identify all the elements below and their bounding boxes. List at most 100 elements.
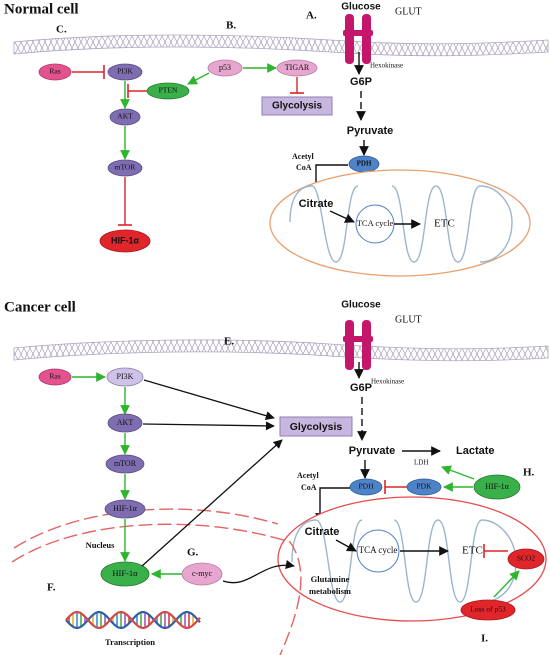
cancer-label-i: I. xyxy=(481,633,488,645)
cancer-nucleus-label: Nucleus xyxy=(86,540,116,550)
cancer-glut: GLUT xyxy=(395,314,422,325)
normal-arrow-p53-pten xyxy=(187,72,210,85)
normal-section-title: Normal cell xyxy=(4,1,79,17)
normal-inhibit-ras-pi3k xyxy=(72,65,105,79)
normal-etc: ETC xyxy=(434,218,455,230)
normal-glut-transporter xyxy=(343,14,373,64)
normal-mtor-node xyxy=(107,159,143,177)
cancer-inhibit-sco2-etc xyxy=(483,544,508,558)
cancer-akt-label: AKT xyxy=(117,418,134,427)
cancer-coa: CoA xyxy=(301,483,317,492)
normal-glut: GLUT xyxy=(395,6,422,17)
normal-glycolysis-label: Glycolysis xyxy=(272,101,322,112)
cancer-dna-helix xyxy=(65,611,201,629)
cancer-ras-node xyxy=(38,368,72,386)
cancer-arrow-hif-glycolysis xyxy=(141,439,283,567)
dna-strand xyxy=(65,611,201,629)
cancer-section-title: Cancer cell xyxy=(4,299,76,315)
cancer-label-h: H. xyxy=(523,467,535,479)
cancer-glutamine-line2: metabolism xyxy=(309,586,351,596)
normal-glucose: Glucose xyxy=(341,2,381,13)
cancer-pdk-label: PDK xyxy=(416,482,432,491)
cancer-glycolysis-box xyxy=(279,416,353,437)
cancer-pdk-node xyxy=(406,478,442,496)
normal-akt-label: AKT xyxy=(117,112,133,121)
normal-hif-node xyxy=(99,229,151,253)
cancer-arrow-akt-glycolysis xyxy=(142,421,275,431)
cancer-pi3k-label: PI3K xyxy=(117,372,134,381)
cancer-membrane xyxy=(13,339,549,362)
cancer-glutamine-line1: Glutamine xyxy=(311,574,350,584)
normal-citrate: Citrate xyxy=(299,198,334,210)
cancer-arrow-pi3k-glycolysis xyxy=(143,379,275,421)
normal-arrow-citrate-tca xyxy=(329,210,355,223)
cancer-pi3k-node xyxy=(106,367,144,387)
cancer-hif-cyto-label: HIF-1α xyxy=(113,504,138,513)
normal-p53-label: p53 xyxy=(219,63,231,72)
cancer-mitochondrion xyxy=(277,496,547,622)
normal-label-b: B. xyxy=(226,20,236,32)
cancer-arrow-citrate-tca xyxy=(335,539,357,552)
cancer-hif-h-node xyxy=(473,474,521,500)
cancer-cmyc-node xyxy=(181,562,223,586)
cancer-tca-cycle xyxy=(356,529,400,573)
cancer-etc: ETC xyxy=(462,545,483,557)
cancer-hif-h-label: HIF-1α xyxy=(485,482,510,491)
normal-inhibit-mtor-hif xyxy=(118,177,132,226)
normal-coa: CoA xyxy=(296,163,312,172)
normal-tigar-label: TIGAR xyxy=(285,63,310,72)
cancer-glycolysis-label: Glycolysis xyxy=(290,421,343,433)
normal-hif-label: HIF-1α xyxy=(111,235,140,245)
normal-tigar-node xyxy=(276,59,318,77)
normal-label-c: C. xyxy=(56,24,67,36)
cancer-cmyc-label: c-myc xyxy=(192,569,212,578)
normal-akt-node xyxy=(109,108,141,126)
normal-hexokinase: Hexokinase xyxy=(370,62,403,70)
cancer-tca-label: TCA cycle xyxy=(359,545,398,555)
cancer-transcription: Transcription xyxy=(105,637,155,647)
cancer-nucleus-envelope-outer xyxy=(13,508,279,549)
cancer-mtor-label: mTOR xyxy=(114,459,137,468)
normal-inhibit-tigar-glycolysis xyxy=(290,77,304,94)
normal-pi3k-node xyxy=(107,63,143,81)
cancer-ldh: LDH xyxy=(414,459,428,467)
cancer-g6p: G6P xyxy=(350,382,372,394)
normal-tca-label: TCA cycle xyxy=(357,218,394,228)
cancer-inhibit-pdk-pdh xyxy=(384,480,407,494)
cancer-loss-p53-label: Loss of p53 xyxy=(470,605,506,614)
cancer-cell-panel: Cancer cell Glucose GLUT E. Hexokinase G… xyxy=(4,299,549,655)
cancer-hif-nuc-node xyxy=(100,561,150,587)
normal-pi3k-label: PI3K xyxy=(117,67,133,76)
normal-membrane xyxy=(13,34,549,57)
cancer-nucleus-envelope-inner xyxy=(11,523,302,655)
cancer-hif-cyto-node xyxy=(104,499,146,519)
cancer-pdh-label: PDH xyxy=(358,482,374,491)
cancer-sco2-node xyxy=(507,548,545,570)
cancer-label-e: E. xyxy=(224,336,234,348)
normal-g6p: G6P xyxy=(350,76,372,88)
cancer-ras-label: Ras xyxy=(49,372,60,381)
cancer-glut-transporter xyxy=(343,320,373,370)
cancer-glucose: Glucose xyxy=(341,300,381,311)
cancer-sco2-label: SCO2 xyxy=(517,554,536,563)
normal-ras-node xyxy=(38,63,72,81)
cancer-arrow-hif-ldh xyxy=(441,465,475,480)
cancer-label-g: G. xyxy=(187,547,199,559)
normal-p53-node xyxy=(207,59,243,77)
cancer-arrow-cmyc-glutamine xyxy=(222,560,295,584)
normal-ras-label: Ras xyxy=(49,67,60,76)
cancer-acetyl: Acetyl xyxy=(297,471,320,480)
normal-pten-label: PTEN xyxy=(159,86,178,95)
cancer-hif-nuc-label: HIF-1α xyxy=(112,568,138,578)
cancer-akt-node xyxy=(107,413,143,433)
cancer-lactate: Lactate xyxy=(456,445,495,457)
normal-label-a: A. xyxy=(306,10,317,22)
normal-inhibit-pten-pi3k xyxy=(127,84,147,98)
normal-acetyl: Acetyl xyxy=(292,152,315,161)
cancer-arrow-lossp53-sco2 xyxy=(493,570,520,598)
cancer-pdh-node xyxy=(349,478,383,496)
cancer-loss-p53-node xyxy=(460,599,516,621)
cancer-pyruvate: Pyruvate xyxy=(349,445,395,457)
normal-pdh-label: PDH xyxy=(357,160,372,168)
cancer-label-f: F. xyxy=(47,582,56,594)
